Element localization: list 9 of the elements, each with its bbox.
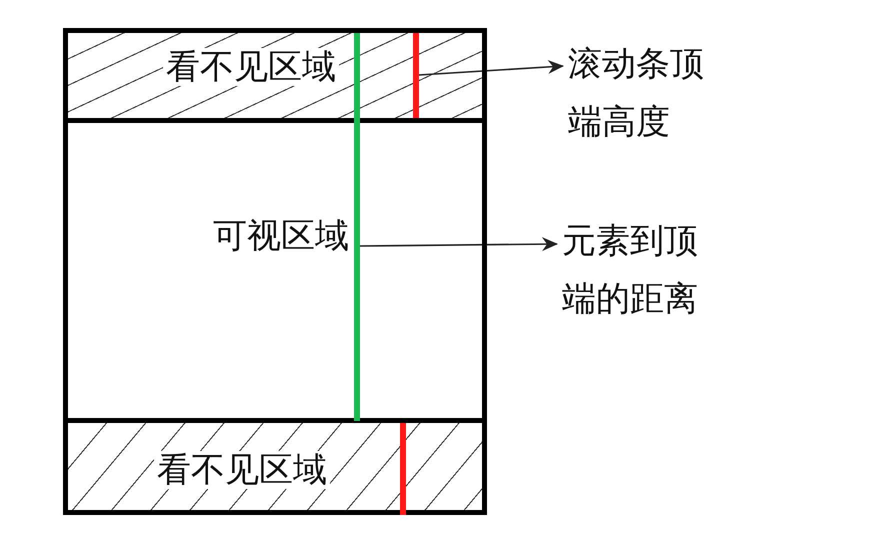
vertical-bar — [354, 33, 360, 421]
leader-arrow — [418, 60, 564, 76]
region-label: 看不见区域 — [154, 451, 330, 489]
region-label: 看不见区域 — [163, 48, 339, 86]
annotation-text: 滚动条顶端高度 — [568, 35, 710, 151]
vertical-bar — [400, 423, 406, 515]
vertical-bar — [413, 33, 419, 121]
leader-arrow — [360, 237, 558, 252]
annotation-text: 元素到顶端的距离 — [562, 212, 704, 328]
